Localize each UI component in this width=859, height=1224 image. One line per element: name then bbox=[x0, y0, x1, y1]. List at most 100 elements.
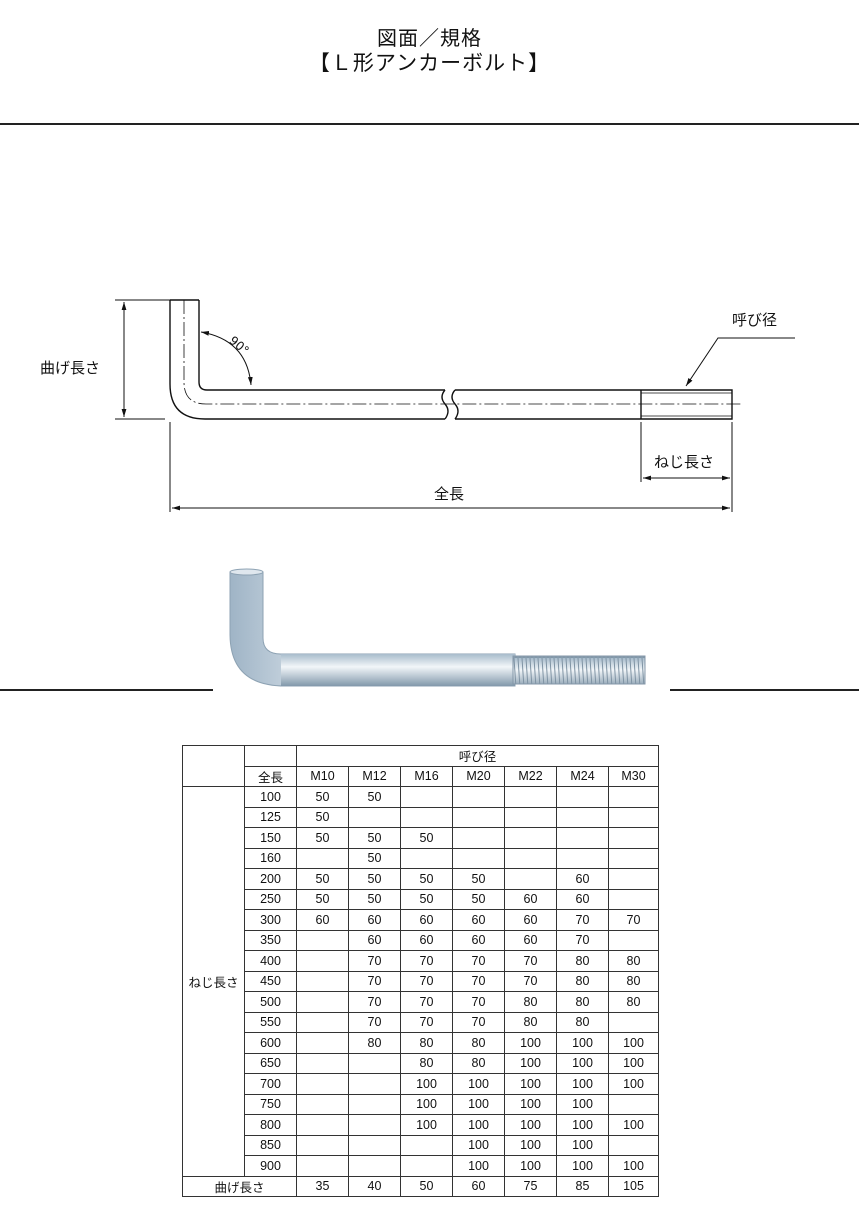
thread-length-cell: 100 bbox=[556, 1114, 609, 1136]
thread-length-cell bbox=[296, 970, 349, 992]
thread-length-cell bbox=[296, 1093, 349, 1115]
bolt-photo bbox=[229, 568, 646, 687]
thread-length-cell: 100 bbox=[504, 1032, 557, 1054]
table-size-header-row: 全長 M10 M12 M16 M20 M22 M24 M30 bbox=[183, 765, 660, 787]
thread-length-cell: 100 bbox=[556, 1155, 609, 1177]
size-header: M12 bbox=[348, 765, 401, 787]
thread-length-cell: 100 bbox=[607, 1114, 660, 1136]
thread-length-cell: 50 bbox=[296, 786, 349, 808]
total-length-cell: 850 bbox=[244, 1134, 297, 1156]
thread-length-cell bbox=[296, 950, 349, 972]
thread-length-cell bbox=[296, 1155, 349, 1177]
total-length-cell: 125 bbox=[244, 806, 297, 828]
thread-length-cell: 100 bbox=[607, 1073, 660, 1095]
thread-length-cell: 60 bbox=[452, 909, 505, 931]
thread-length-cell: 100 bbox=[504, 1114, 557, 1136]
thread-length-cell bbox=[400, 1134, 453, 1156]
bolt-right-section bbox=[455, 389, 733, 420]
total-length-header: 全長 bbox=[244, 765, 297, 787]
total-length-cell: 250 bbox=[244, 888, 297, 910]
break-mark-right bbox=[451, 389, 459, 420]
nominal-diameter-label: 呼び径 bbox=[732, 311, 777, 329]
thread-length-cell: 50 bbox=[452, 888, 505, 910]
thread-length-cell: 100 bbox=[504, 1052, 557, 1074]
thread-length-cell: 70 bbox=[348, 1011, 401, 1033]
thread-length-cell bbox=[607, 847, 660, 869]
thread-length-cell: 70 bbox=[452, 991, 505, 1013]
thread-length-cell: 70 bbox=[400, 950, 453, 972]
bend-length-cell: 40 bbox=[348, 1175, 401, 1197]
bolt-outline-outer bbox=[169, 300, 445, 420]
thread-length-cell: 80 bbox=[556, 1011, 609, 1033]
thread-length-cell bbox=[452, 827, 505, 849]
total-length-cell: 300 bbox=[244, 909, 297, 931]
thread-length-cell bbox=[400, 847, 453, 869]
total-length-cell: 160 bbox=[244, 847, 297, 869]
thread-length-cell: 100 bbox=[400, 1093, 453, 1115]
thread-length-cell: 50 bbox=[348, 868, 401, 890]
bend-length-label: 曲げ長さ bbox=[40, 359, 100, 377]
size-header: M20 bbox=[452, 765, 505, 787]
thread-length-cell: 50 bbox=[348, 847, 401, 869]
thread-length-cell bbox=[452, 806, 505, 828]
thread-length-cell: 70 bbox=[504, 970, 557, 992]
page-subtitle: 【Ｌ形アンカーボルト】 bbox=[308, 51, 551, 75]
thread-length-cell: 70 bbox=[348, 970, 401, 992]
thread-length-cell bbox=[504, 806, 557, 828]
thread-length-cell: 70 bbox=[607, 909, 660, 931]
thread-length-cell: 80 bbox=[348, 1032, 401, 1054]
thread-length-cell: 80 bbox=[607, 950, 660, 972]
thread-length-cell: 100 bbox=[556, 1093, 609, 1115]
diameter-leader bbox=[685, 337, 795, 387]
thread-length-cell bbox=[296, 1032, 349, 1054]
thread-length-cell bbox=[504, 827, 557, 849]
thread-length-cell bbox=[452, 847, 505, 869]
total-length-cell: 600 bbox=[244, 1032, 297, 1054]
total-length-label: 全長 bbox=[434, 485, 464, 503]
thread-length-cell bbox=[348, 1134, 401, 1156]
thread-length-cell bbox=[296, 847, 349, 869]
thread-length-cell: 80 bbox=[607, 970, 660, 992]
thread-length-cell: 100 bbox=[607, 1032, 660, 1054]
total-length-cell: 150 bbox=[244, 827, 297, 849]
thread-length-cell: 100 bbox=[556, 1032, 609, 1054]
thread-length-cell bbox=[348, 1073, 401, 1095]
thread-length-cell bbox=[296, 1073, 349, 1095]
bend-length-cell: 85 bbox=[556, 1175, 609, 1197]
total-length-cell: 450 bbox=[244, 970, 297, 992]
thread-length-cell: 100 bbox=[400, 1073, 453, 1095]
thread-length-cell: 100 bbox=[452, 1155, 505, 1177]
thread-length-cell bbox=[348, 1155, 401, 1177]
thread-length-cell: 50 bbox=[348, 888, 401, 910]
total-length-cell: 200 bbox=[244, 868, 297, 890]
photo-bolt-top-end bbox=[229, 568, 264, 576]
bolt-outline-inner bbox=[198, 300, 445, 391]
thread-length-cell: 80 bbox=[607, 991, 660, 1013]
thread-length-row-label: ねじ長さ bbox=[182, 786, 245, 1177]
total-length-cell: 100 bbox=[244, 786, 297, 808]
thread-length-cell bbox=[296, 929, 349, 951]
thread-length-cell: 70 bbox=[348, 991, 401, 1013]
thread-length-cell: 100 bbox=[504, 1155, 557, 1177]
thread-length-cell: 70 bbox=[452, 950, 505, 972]
total-length-cell: 550 bbox=[244, 1011, 297, 1033]
thread-length-cell bbox=[400, 806, 453, 828]
thread-length-cell bbox=[296, 1114, 349, 1136]
thread-length-cell: 60 bbox=[348, 909, 401, 931]
thread-length-cell: 50 bbox=[348, 786, 401, 808]
thread-length-cell: 50 bbox=[296, 806, 349, 828]
thread-length-cell: 60 bbox=[400, 909, 453, 931]
bend-length-row: 曲げ長さ 35 40 50 60 75 85 105 bbox=[182, 1175, 660, 1197]
thread-length-cell: 80 bbox=[452, 1052, 505, 1074]
